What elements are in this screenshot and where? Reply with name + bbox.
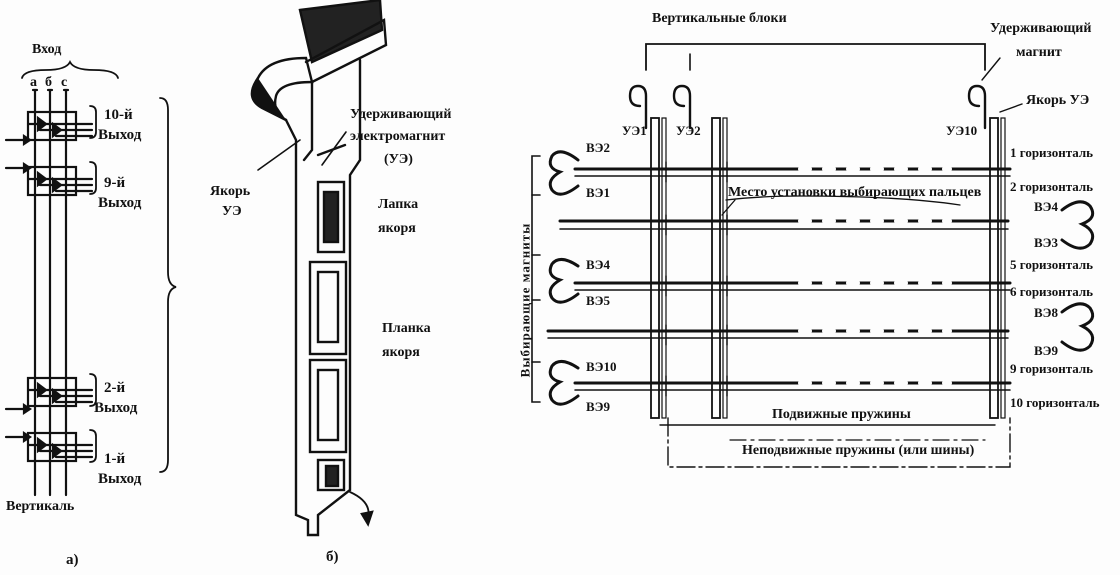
vertical-blocks-label: Вертикальные блоки <box>652 11 787 26</box>
caption-b: б) <box>326 549 339 565</box>
column-b-label: б <box>45 75 52 90</box>
moving-springs-label: Подвижные пружины <box>772 407 911 422</box>
magnet-label-line2: электромагнит <box>350 129 446 144</box>
left-magnet-ve4: ВЭ4 <box>586 257 610 272</box>
caption-a: а) <box>66 552 79 568</box>
left-magnet-ve5: ВЭ5 <box>586 293 610 308</box>
left-magnet-ve9: ВЭ9 <box>586 399 610 414</box>
right-magnet-ve9: ВЭ9 <box>1034 343 1058 358</box>
output-2-word: Выход <box>94 400 138 416</box>
horizontal-6-label: 6 горизонталь <box>1010 284 1094 299</box>
output-2-number: 2-й <box>104 380 126 396</box>
horizontal-1-label: 1 горизонталь <box>1010 145 1094 160</box>
horizontal-2-label: 2 горизонталь <box>1010 179 1094 194</box>
output-10-number: 10-й <box>104 107 133 123</box>
output-1-number: 1-й <box>104 451 126 467</box>
bar-label-line2: якоря <box>382 345 420 360</box>
horizontal-5-label: 5 горизонталь <box>1010 257 1094 272</box>
holding-magnet-line2: магнит <box>1016 45 1062 60</box>
right-magnet-ve4: ВЭ4 <box>1034 199 1058 214</box>
left-magnet-ve2: ВЭ2 <box>586 140 610 155</box>
armature-ue-label: Якорь УЭ <box>1026 93 1090 108</box>
horizontal-10-label: 10 горизонталь <box>1010 395 1100 410</box>
fixed-springs-label: Неподвижные пружины (или шины) <box>742 443 975 458</box>
output-10-word: Выход <box>98 127 142 143</box>
panel-b-drawing <box>250 0 388 537</box>
bar-label-line1: Планка <box>382 321 431 336</box>
magnet-label-line1: Удерживающий <box>350 107 452 122</box>
ue2-label: УЭ2 <box>676 123 701 138</box>
column-a-label: а <box>30 75 37 90</box>
paw-label-line1: Лапка <box>378 197 419 212</box>
ue10-label: УЭ10 <box>946 123 978 138</box>
selecting-magnets-label: Выбирающие магниты <box>517 222 533 378</box>
panel-c-drawing <box>531 43 1095 468</box>
left-magnet-ve1: ВЭ1 <box>586 185 610 200</box>
panel-a-drawing <box>4 59 177 497</box>
right-magnet-ve8: ВЭ8 <box>1034 305 1058 320</box>
left-magnet-ve10: ВЭ10 <box>586 359 617 374</box>
output-9-word: Выход <box>98 195 142 211</box>
armature-label-line2: УЭ <box>222 204 242 219</box>
output-1-word: Выход <box>98 471 142 487</box>
paw-label-line2: якоря <box>378 221 416 236</box>
right-magnet-ve3: ВЭ3 <box>1034 235 1058 250</box>
horizontal-9-label: 9 горизонталь <box>1010 361 1094 376</box>
output-9-number: 9-й <box>104 175 126 191</box>
column-c-label: с <box>61 75 68 90</box>
vertical-label: Вертикаль <box>6 499 75 514</box>
magnet-label-line3: (УЭ) <box>384 152 413 167</box>
holding-magnet-line1: Удерживающий <box>990 21 1092 36</box>
armature-label-line1: Якорь <box>210 184 251 199</box>
input-label: Вход <box>32 42 62 57</box>
finger-place-label: Место установки выбирающих пальцев <box>728 185 982 200</box>
ue1-label: УЭ1 <box>622 123 647 138</box>
